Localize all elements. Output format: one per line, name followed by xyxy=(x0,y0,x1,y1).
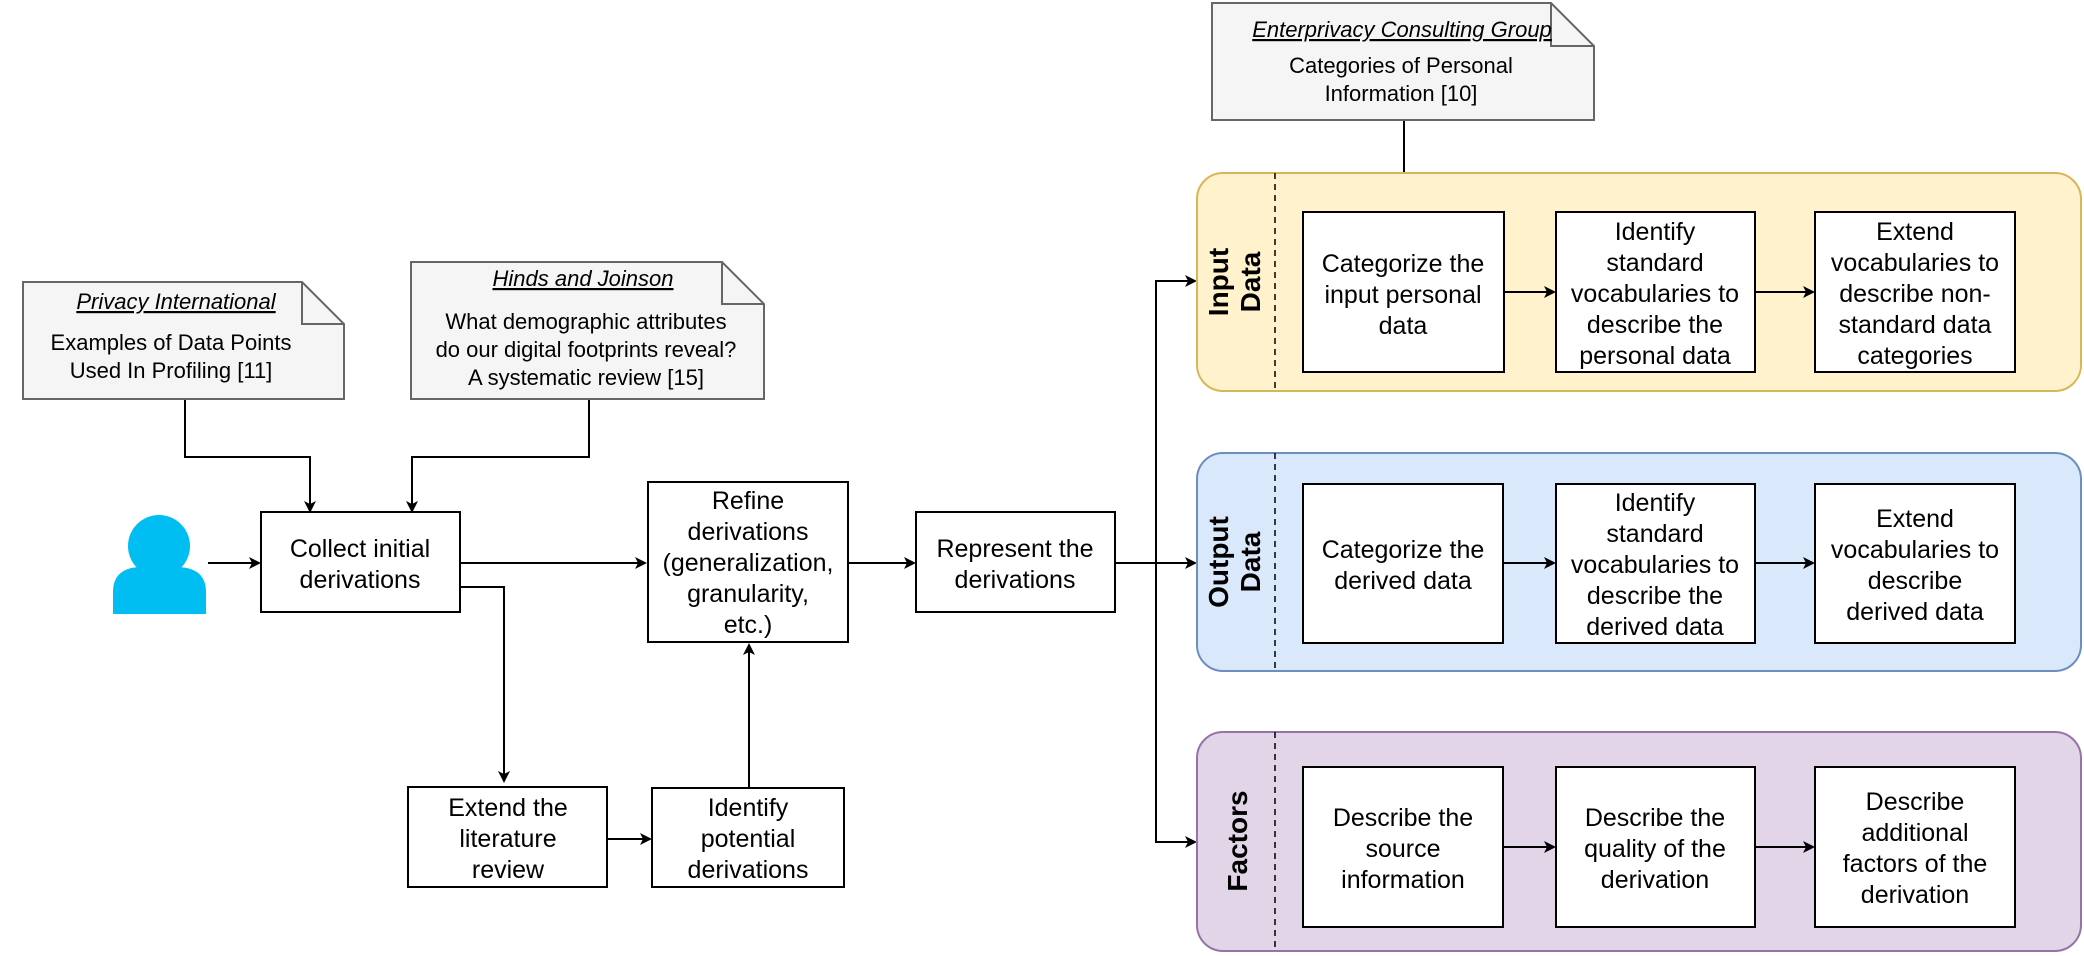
connector-note-hj-to-collect xyxy=(406,399,590,513)
connector-represent-to-input-lane xyxy=(1116,275,1197,564)
connector-note-pi-to-collect xyxy=(184,399,316,513)
note-title: Enterprivacy Consulting Group xyxy=(1252,17,1552,42)
lane-label: Factors xyxy=(1222,790,1253,891)
note-title: Hinds and Joinson xyxy=(492,266,673,291)
lane-label: InputData xyxy=(1203,248,1266,316)
connector-collect-to-extend-review xyxy=(460,586,510,783)
connectors xyxy=(184,120,1410,848)
connector-represent-to-factors-lane xyxy=(1155,563,1197,848)
step-describe-source-information xyxy=(1302,766,1504,928)
note-enterprivacy: Enterprivacy Consulting Group Categories… xyxy=(1211,2,1595,121)
step-describe-additional-factors xyxy=(1814,766,2016,928)
lane-label: OutputData xyxy=(1203,516,1266,608)
user-icon xyxy=(113,515,206,614)
note-hinds-joinson: Hinds and Joinson What demographic attri… xyxy=(410,261,765,400)
note-title: Privacy International xyxy=(76,289,276,314)
step-extend-vocab-derived-data xyxy=(1814,483,2016,644)
step-categorize-input-personal-data xyxy=(1302,211,1505,373)
step-extend-vocab-non-standard xyxy=(1814,211,2016,373)
step-describe-quality xyxy=(1555,766,1756,928)
step-identify-vocab-derived-data xyxy=(1555,483,1756,644)
note-privacy-international: Privacy International Examples of Data P… xyxy=(22,281,345,400)
step-identify-vocab-personal-data xyxy=(1555,211,1756,373)
